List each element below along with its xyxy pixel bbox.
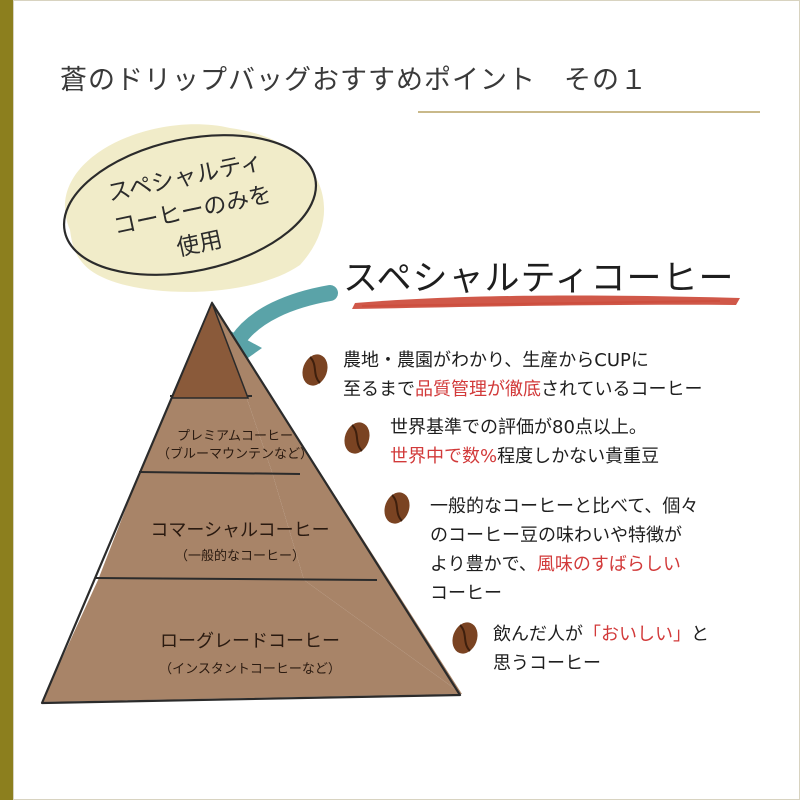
coffee-bean-icon bbox=[384, 492, 410, 524]
point-3-line-4: コーヒー bbox=[430, 583, 502, 604]
point-1-line-2: 至るまで品質管理が徹底されているコーヒー bbox=[343, 375, 702, 404]
point-3: 一般的なコーヒーと比べて、個々 のコーヒー豆の味わいや特徴が より豊かで、風味の… bbox=[430, 492, 698, 608]
tier-divider-2 bbox=[138, 471, 301, 475]
point-4-line-2: 思うコーヒー bbox=[493, 653, 601, 674]
page-title: 蒼のドリップバッグおすすめポイント その１ bbox=[60, 65, 648, 96]
point-3-line-3: より豊かで、風味のすばらしい bbox=[430, 550, 698, 579]
point-4-text: 飲んだ人が bbox=[493, 624, 583, 645]
pyramid-tier-premium bbox=[140, 396, 272, 472]
point-2-line-1: 世界基準での評価が80点以上。 bbox=[390, 417, 647, 438]
point-1-text: 至るまで bbox=[343, 379, 415, 400]
tier-lowgrade-sub: （インスタントコーヒーなど） bbox=[159, 662, 341, 677]
tier-divider-3 bbox=[95, 577, 378, 581]
tier-commercial-label: コマーシャルコーヒー （一般的なコーヒー） bbox=[110, 518, 370, 570]
point-3-text: より豊かで、 bbox=[430, 554, 537, 575]
point-4-highlight: 「おいしい」 bbox=[583, 624, 691, 645]
point-2-line-2: 世界中で数%程度しかない貴重豆 bbox=[390, 442, 659, 471]
point-2: 世界基準での評価が80点以上。 世界中で数%程度しかない貴重豆 bbox=[390, 413, 659, 471]
point-4: 飲んだ人が「おいしい」と 思うコーヒー bbox=[493, 620, 709, 678]
point-2-text-end: 程度しかない貴重豆 bbox=[497, 446, 660, 467]
pyramid-tier-commercial bbox=[98, 472, 304, 580]
title-underline bbox=[418, 111, 760, 113]
point-4-line-1: 飲んだ人が「おいしい」と bbox=[493, 620, 709, 649]
tier-premium-sub: （ブルーマウンテンなど） bbox=[156, 447, 313, 462]
tier-lowgrade-main: ローグレードコーヒー bbox=[160, 631, 340, 652]
point-4-text-end: と bbox=[691, 624, 709, 645]
side-accent-bar bbox=[0, 0, 13, 800]
tier-premium-label: プレミアムコーヒー （ブルーマウンテンなど） bbox=[130, 428, 340, 464]
pyramid-tier-lowgrade bbox=[42, 580, 462, 702]
tier-premium-main: プレミアムコーヒー bbox=[176, 429, 294, 444]
heading-brush-stroke-2 bbox=[361, 300, 721, 307]
pyramid-outline bbox=[40, 301, 462, 705]
point-1-text-end: されているコーヒー bbox=[541, 379, 703, 400]
coffee-bean-icon bbox=[452, 622, 478, 654]
pyramid-top-shade bbox=[170, 300, 250, 399]
coffee-bean-icon bbox=[344, 422, 370, 454]
point-1: 農地・農園がわかり、生産からCUPに 至るまで品質管理が徹底されているコーヒー bbox=[343, 346, 702, 404]
tier-lowgrade-label: ローグレードコーヒー （インスタントコーヒーなど） bbox=[90, 628, 410, 684]
point-3-line-2: のコーヒー豆の味わいや特徴が bbox=[430, 525, 682, 546]
point-2-highlight: 世界中で数% bbox=[390, 446, 498, 467]
tier-commercial-main: コマーシャルコーヒー bbox=[150, 520, 330, 541]
teal-arrow-body bbox=[230, 285, 338, 348]
point-1-line-1: 農地・農園がわかり、生産からCUPに bbox=[343, 350, 649, 371]
specialty-heading: スペシャルティコーヒー bbox=[343, 259, 735, 299]
coffee-bean-icon bbox=[302, 354, 328, 386]
bubble-outline bbox=[62, 134, 318, 276]
point-3-line-1: 一般的なコーヒーと比べて、個々 bbox=[430, 496, 699, 517]
point-1-highlight: 品質管理が徹底 bbox=[415, 379, 541, 400]
tier-commercial-sub: （一般的なコーヒー） bbox=[174, 549, 305, 564]
point-3-highlight: 風味のすばらしい bbox=[536, 554, 681, 575]
